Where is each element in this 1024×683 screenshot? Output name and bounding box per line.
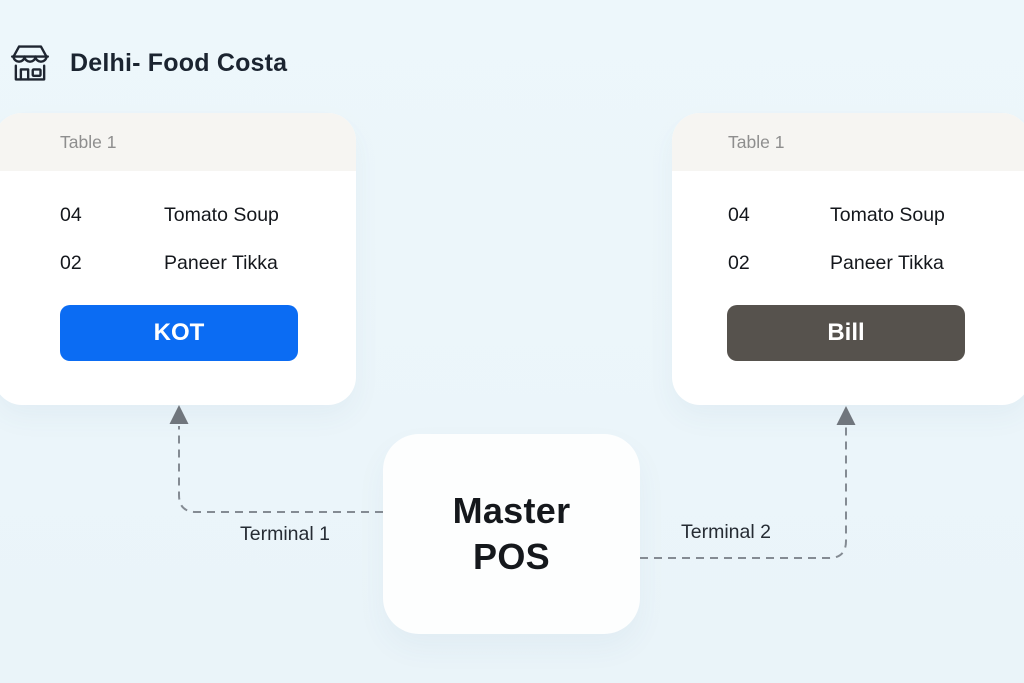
restaurant-name: Delhi- Food Costa <box>70 48 288 77</box>
table-card-bill: Table 1 04 Tomato Soup 02 Paneer Tikka B… <box>672 113 1024 405</box>
arrow-up-icon <box>169 405 189 424</box>
item-qty: 04 <box>60 203 82 226</box>
order-item-row: 02 Paneer Tikka <box>672 239 1024 287</box>
order-item-row: 04 Tomato Soup <box>672 191 1024 239</box>
item-name: Paneer Tikka <box>830 251 944 274</box>
table-card-title: Table 1 <box>0 113 356 171</box>
table-card-kot: Table 1 04 Tomato Soup 02 Paneer Tikka K… <box>0 113 356 405</box>
master-pos-label-line1: Master <box>452 490 571 531</box>
arrow-up-icon <box>836 406 856 425</box>
terminal1-label: Terminal 1 <box>240 523 330 545</box>
kot-button[interactable]: KOT <box>60 305 298 361</box>
order-item-row: 02 Paneer Tikka <box>0 239 356 287</box>
item-qty: 02 <box>60 251 82 274</box>
item-qty: 02 <box>728 251 750 274</box>
restaurant-header: Delhi- Food Costa <box>8 42 287 84</box>
storefront-icon <box>11 45 49 81</box>
terminal1-connector-line <box>178 426 383 513</box>
item-name: Paneer Tikka <box>164 251 278 274</box>
master-pos-node: Master POS <box>383 434 640 634</box>
bill-button[interactable]: Bill <box>727 305 965 361</box>
terminal2-label: Terminal 2 <box>681 521 771 543</box>
item-name: Tomato Soup <box>830 203 945 226</box>
table-card-title: Table 1 <box>672 113 1024 171</box>
order-item-row: 04 Tomato Soup <box>0 191 356 239</box>
item-qty: 04 <box>728 203 750 226</box>
item-name: Tomato Soup <box>164 203 279 226</box>
master-pos-label-line2: POS <box>473 536 550 577</box>
